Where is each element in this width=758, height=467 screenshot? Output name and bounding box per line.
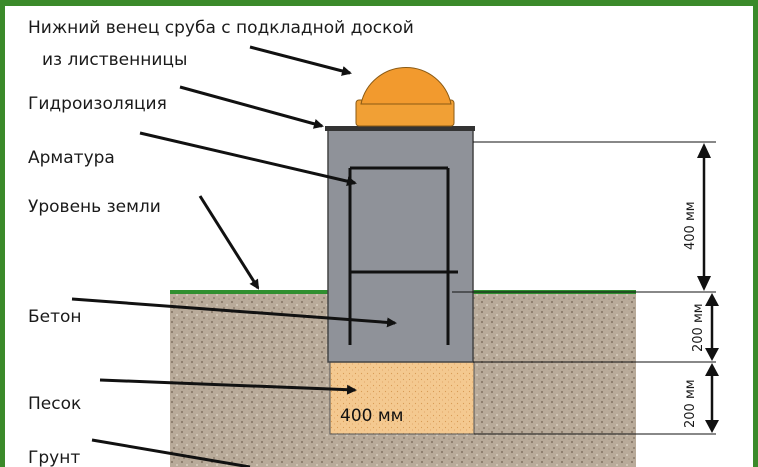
leader-soil	[91, 438, 251, 467]
leader-bottom-crown	[249, 45, 352, 76]
leader-waterproofing	[179, 85, 324, 129]
dim-sand-layer-label: 200 мм	[683, 379, 698, 428]
label-waterproofing: Гидроизоляция	[28, 94, 167, 114]
bottom-crown-log	[360, 67, 452, 105]
frame-border-right	[753, 0, 758, 467]
frame-border-top	[0, 0, 758, 6]
label-bottom-crown-line1: Нижний венец сруба с подкладной доской	[28, 18, 414, 38]
extension-lines	[452, 141, 716, 435]
leader-arrows	[71, 45, 397, 467]
label-ground-level: Уровень земли	[28, 197, 161, 217]
label-rebar: Арматура	[28, 148, 115, 168]
dim-above-ground-label: 400 мм	[683, 201, 698, 250]
frame-border-left	[0, 0, 5, 467]
leader-concrete	[71, 297, 397, 328]
sand-width-label: 400 мм	[340, 406, 404, 426]
rebar-cage	[348, 166, 458, 345]
waterproofing-layer	[325, 126, 475, 131]
leader-sand	[99, 378, 357, 395]
label-soil: Грунт	[28, 448, 80, 467]
sand-cushion	[329, 361, 475, 435]
dim-below-ground-label: 200 мм	[691, 303, 706, 352]
label-sand: Песок	[28, 394, 81, 414]
label-concrete: Бетон	[28, 307, 82, 327]
leader-ground-level	[198, 195, 260, 290]
leader-rebar	[139, 131, 357, 187]
dimension-arrowheads	[697, 143, 719, 433]
dimension-arrows	[702, 146, 714, 430]
label-bottom-crown-line2: из лиственницы	[42, 50, 187, 70]
